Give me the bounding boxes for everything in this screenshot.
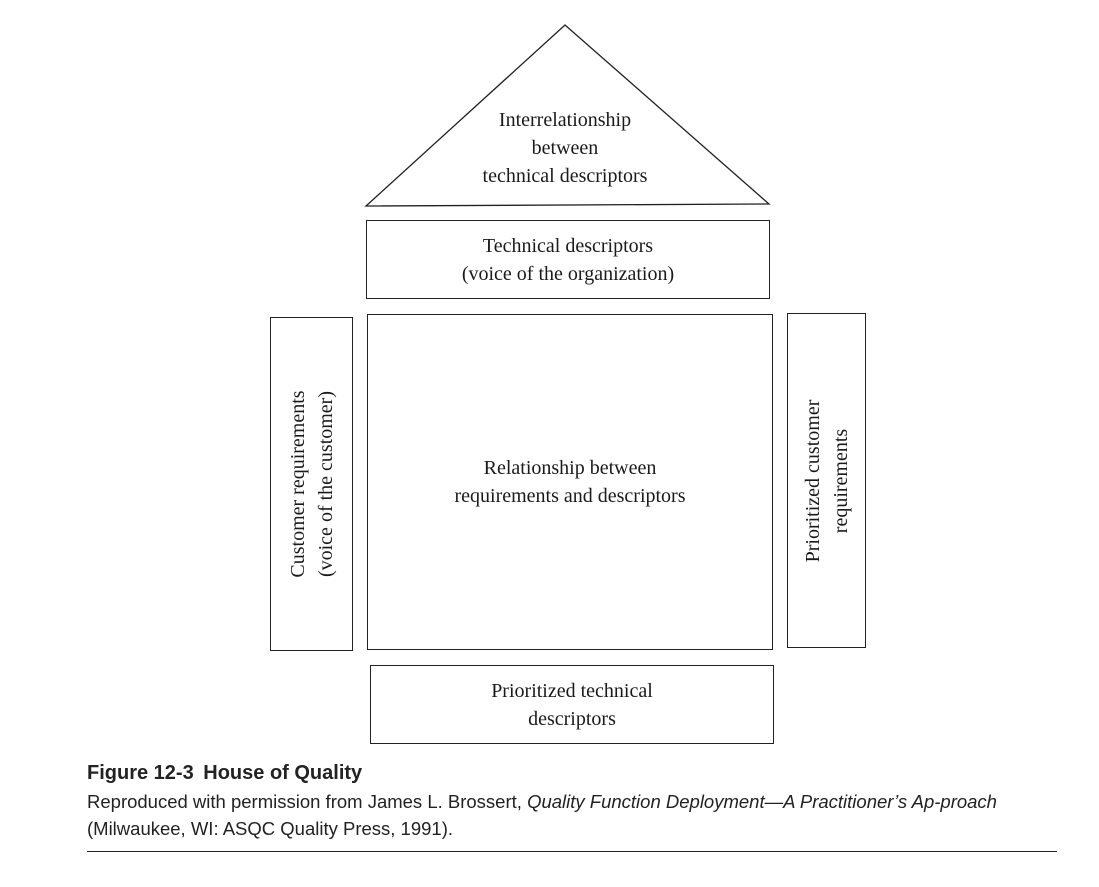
book-title: Quality Function Deployment—A Practition… bbox=[527, 791, 997, 812]
caption-credit: Reproduced with permission from James L.… bbox=[87, 788, 1062, 842]
roof-label: Interrelationship between technical desc… bbox=[420, 106, 710, 190]
relationship-line-2: requirements and descriptors bbox=[454, 485, 686, 507]
credit-prefix: Reproduced with permission from James L.… bbox=[87, 791, 528, 812]
caption-title-line: Figure 12-3 House of Quality bbox=[87, 760, 1062, 786]
technical-descriptors-box: Technical descriptors (voice of the orga… bbox=[366, 220, 770, 299]
prioritized-technical-line-1: Prioritized technical bbox=[491, 679, 653, 702]
relationship-line-1: Relationship between bbox=[483, 457, 657, 479]
prioritized-technical-line-2: descriptors bbox=[528, 707, 616, 730]
roof-label-line-3: technical descriptors bbox=[482, 165, 648, 187]
prioritized-customer-label: Prioritized customer requirements bbox=[799, 321, 855, 641]
prioritized-customer-line-1: Prioritized customer bbox=[801, 399, 824, 562]
customer-requirements-label: Customer requirements (voice of the cust… bbox=[284, 324, 340, 644]
credit-suffix: (Milwaukee, WI: ASQC Quality Press, 1991… bbox=[87, 818, 454, 839]
customer-requirements-line-2: (voice of the customer) bbox=[314, 390, 337, 578]
roof-triangle bbox=[364, 24, 771, 207]
technical-descriptors-line-1: Technical descriptors bbox=[482, 234, 654, 257]
customer-requirements-box: Customer requirements (voice of the cust… bbox=[270, 317, 353, 651]
prioritized-customer-line-2: requirements bbox=[829, 428, 852, 533]
house-of-quality-diagram: Interrelationship between technical desc… bbox=[270, 24, 866, 744]
prioritized-technical-descriptors-box: Prioritized technical descriptors bbox=[370, 665, 774, 744]
prioritized-customer-requirements-box: Prioritized customer requirements bbox=[787, 313, 866, 648]
relationship-matrix-box: Relationship between requirements and de… bbox=[367, 314, 773, 650]
figure-title: House of Quality bbox=[203, 762, 363, 784]
caption-divider bbox=[87, 851, 1057, 852]
figure-number: Figure 12-3 bbox=[87, 762, 194, 784]
roof-label-line-2: between bbox=[531, 137, 599, 159]
customer-requirements-line-1: Customer requirements bbox=[286, 390, 309, 578]
roof-label-line-1: Interrelationship bbox=[498, 109, 632, 131]
figure-caption: Figure 12-3 House of Quality Reproduced … bbox=[87, 760, 1062, 842]
technical-descriptors-line-2: (voice of the organization) bbox=[461, 262, 675, 285]
